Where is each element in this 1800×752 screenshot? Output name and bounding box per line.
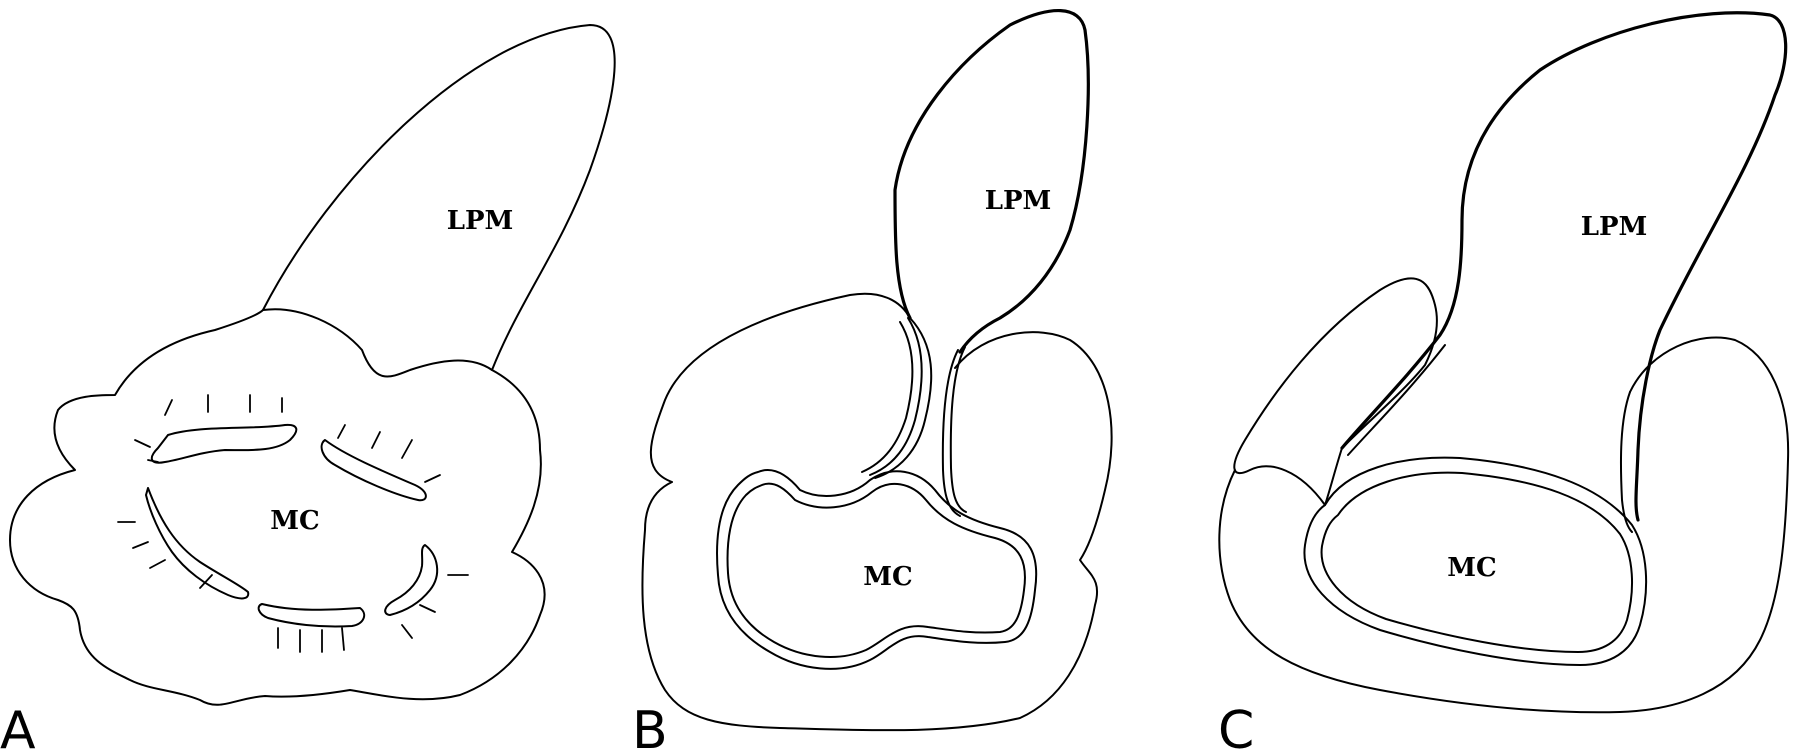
panel-b: LPM MC B [632, 8, 1113, 752]
panel-a-mc-mass-outline [9, 308, 546, 706]
panel-a-fragment-bottom [257, 603, 366, 628]
panel-b-stalk-left-inner [861, 321, 914, 473]
panel-b-lpm-label: LPM [985, 186, 1052, 216]
panel-b-lpm-outline [893, 8, 1090, 354]
panel-c-mc-inner-outline [1320, 471, 1634, 653]
panel-b-letter: B [632, 701, 668, 752]
panel-c-mc-outer-outline [1303, 456, 1648, 666]
panel-c-stalk-right-inner [1619, 391, 1633, 533]
panel-a-radiating-dashes [117, 394, 469, 653]
panel-a-fragment-right [384, 544, 439, 616]
panel-c-letter: C [1218, 701, 1254, 752]
panel-c-outer-envelope [1218, 277, 1790, 714]
panel-a-mc-label: MC [270, 506, 319, 536]
panel-c-stalk-left-inner [1347, 344, 1446, 456]
panel-c-lpm-label: LPM [1581, 212, 1648, 242]
panel-a-lpm-outline [262, 24, 616, 371]
panel-b-stalk-right-inner [949, 346, 967, 513]
panel-a-letter: A [0, 701, 36, 752]
panel-c-mc-label: MC [1447, 553, 1496, 583]
panel-a-lpm-label: LPM [447, 206, 514, 236]
panel-c: LPM MC C [1218, 11, 1790, 752]
panel-b-outer-envelope [641, 292, 1113, 732]
panel-a-fragment-left [145, 487, 250, 600]
panel-b-mc-label: MC [863, 562, 912, 592]
panel-b-mc-outer-outline [716, 469, 1038, 670]
panel-c-lpm-outline [1340, 11, 1788, 522]
panel-a-fragment-top-left [150, 423, 298, 464]
panel-b-mc-inner-outline [726, 482, 1026, 658]
panel-b-stalk-left-outer [869, 317, 923, 476]
panel-a-fragment-top-right [320, 439, 427, 502]
panel-a: LPM MC A [0, 24, 616, 752]
